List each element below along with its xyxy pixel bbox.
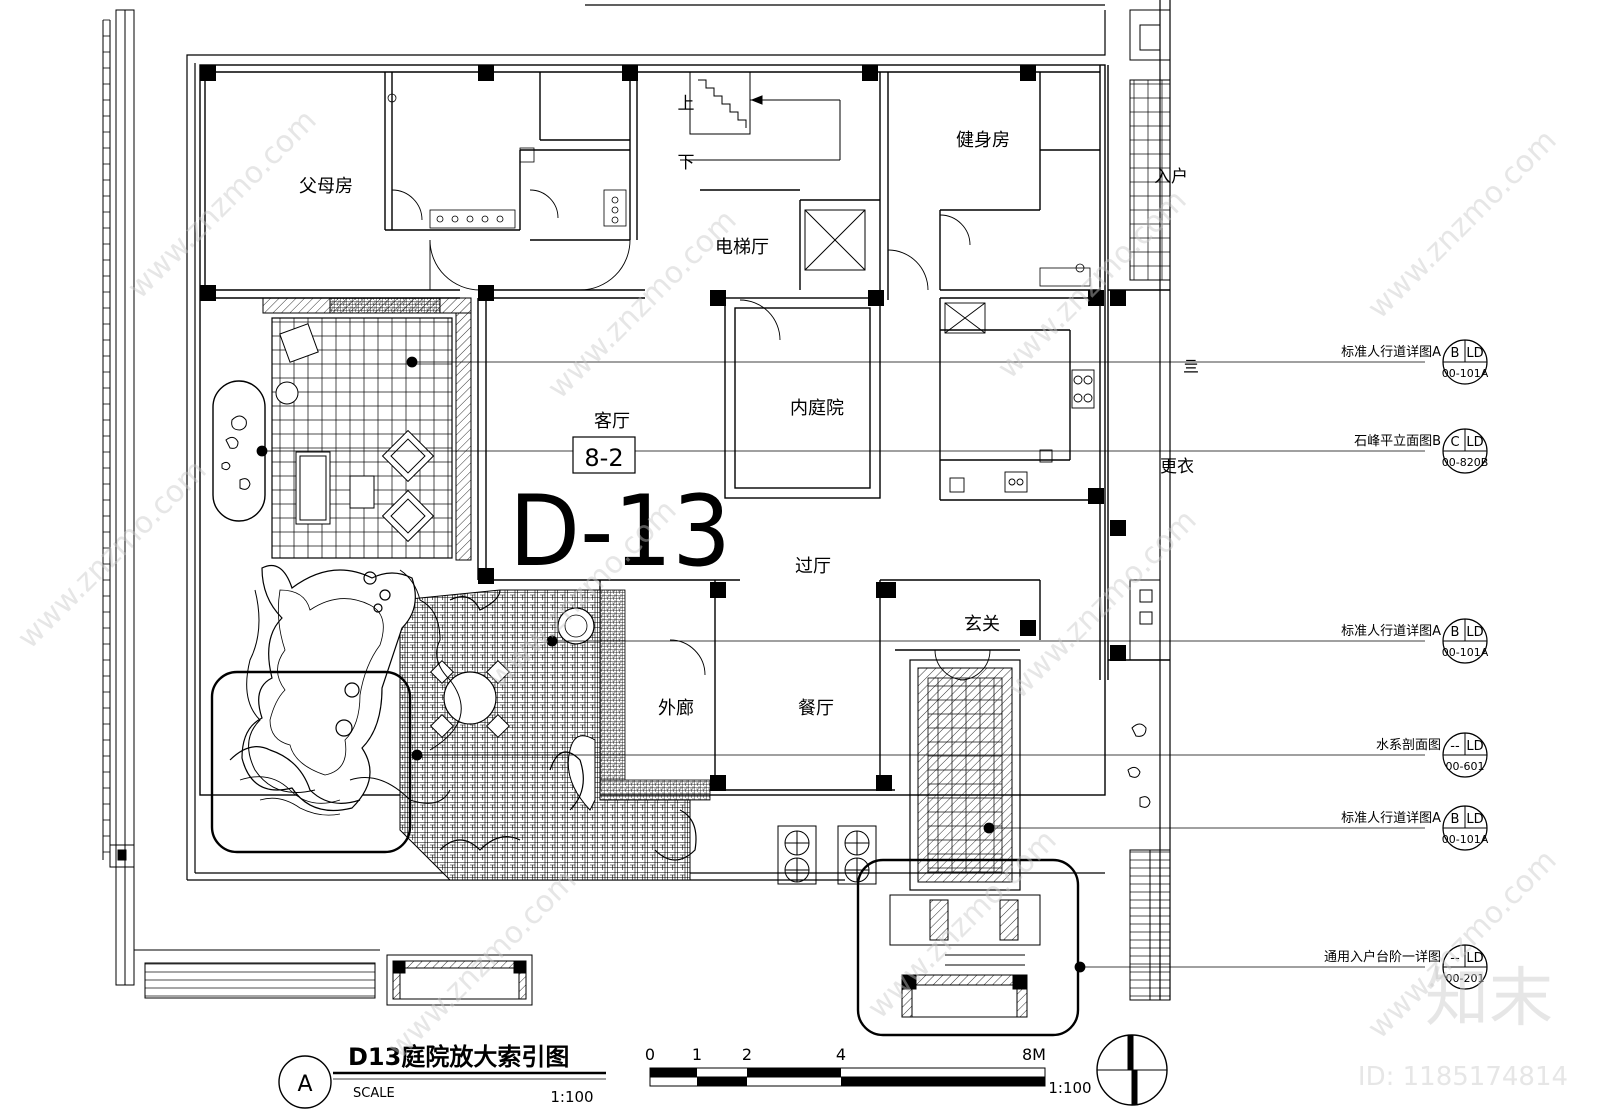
callout-leaders bbox=[256, 356, 1425, 973]
door-swings bbox=[391, 189, 991, 681]
callout-sheet-letter: -- bbox=[1450, 951, 1460, 966]
scale-bar: 0 1 2 4 8M 1:100 bbox=[645, 1045, 1092, 1097]
callout-discipline: LD bbox=[1466, 625, 1483, 640]
title-marker-circle bbox=[278, 1055, 332, 1109]
watermark: 知末 ID: 1185174814 www.znzmo.com www.znzm… bbox=[11, 103, 1568, 1092]
callout-sheet-number: 00-201 bbox=[1446, 972, 1485, 985]
callout-label: 水系剖面图 bbox=[1376, 738, 1441, 753]
room-label-foyer: 玄关 bbox=[964, 614, 1000, 635]
scale-caption: SCALE bbox=[353, 1086, 395, 1101]
callout-sheet-number: 00-820B bbox=[1442, 456, 1489, 469]
room-label-elevator-hall: 电梯厅 bbox=[715, 237, 769, 258]
callout-sheet-letter: -- bbox=[1450, 739, 1460, 754]
staircase bbox=[680, 71, 841, 161]
room-label-inner-court: 内庭院 bbox=[790, 398, 844, 419]
watermark-site-7: www.znzmo.com bbox=[1001, 503, 1204, 706]
callout-1: 标准人行道详图A B LD 00-101A bbox=[1341, 339, 1489, 385]
room-label-hall: 过厅 bbox=[795, 556, 831, 577]
title-marker: A bbox=[297, 1072, 312, 1097]
scale-tick-0: 0 bbox=[645, 1045, 655, 1064]
callout-discipline: LD bbox=[1466, 951, 1483, 966]
scale-tick-1: 1 bbox=[692, 1045, 702, 1064]
callout-sheet-number: 00-101A bbox=[1442, 646, 1489, 659]
watermark-site-4: www.znzmo.com bbox=[1361, 123, 1564, 326]
stair-up-label: 上 bbox=[678, 94, 695, 114]
callout-group: 标准人行道详图A B LD 00-101A 石峰平立面图B C LD 00-820B 标准人行道… bbox=[1324, 339, 1489, 990]
ac-units bbox=[777, 825, 877, 885]
entry-walkway bbox=[889, 659, 1041, 1018]
living-terrace bbox=[262, 297, 472, 561]
title-block: A D13庭院放大索引图 SCALE 1:100 bbox=[278, 1043, 606, 1109]
pond-rockery bbox=[229, 564, 697, 861]
callout-2: 石峰平立面图B C LD 00-820B bbox=[1354, 428, 1489, 474]
watermark-logo: 知末 bbox=[1425, 962, 1553, 1036]
right-side-strip bbox=[1127, 9, 1171, 1001]
cut-off-room-char: 亖 bbox=[1183, 357, 1199, 376]
callout-sheet-letter: B bbox=[1451, 625, 1460, 640]
left-boundary-wall bbox=[102, 9, 380, 999]
callout-label: 标准人行道详图A bbox=[1341, 811, 1441, 826]
callout-label: 标准人行道详图A bbox=[1341, 624, 1441, 639]
room-label-living: 客厅 bbox=[594, 411, 630, 432]
room-label-changing-partial: 更衣 bbox=[1160, 457, 1194, 477]
elevator bbox=[804, 209, 866, 271]
room-label-entry-partial: 入户 bbox=[1154, 167, 1188, 187]
callout-sheet-letter: C bbox=[1450, 435, 1459, 450]
stair-down-label: 下 bbox=[678, 153, 695, 173]
room-labels: 父母房 上 下 健身房 入户 电梯厅 客厅 内庭院 过厅 玄关 外廊 餐厅 更衣… bbox=[299, 94, 1199, 719]
callout-6: 通用入户台阶一详图 -- LD 00-201 bbox=[1324, 944, 1488, 990]
callout-discipline: LD bbox=[1466, 435, 1483, 450]
callout-label: 通用入户台阶一详图 bbox=[1324, 949, 1441, 965]
area-tag: 8-2 bbox=[584, 444, 623, 472]
kitchen-fixtures bbox=[944, 302, 1095, 493]
room-label-corridor: 外廊 bbox=[658, 698, 694, 719]
bathroom-fixtures bbox=[387, 93, 1091, 287]
bottom-gate-left bbox=[386, 954, 533, 1006]
callout-discipline: LD bbox=[1466, 346, 1483, 361]
north-arrow bbox=[1096, 1034, 1168, 1106]
left-wall-ticks bbox=[103, 19, 110, 853]
callout-sheet-letter: B bbox=[1451, 812, 1460, 827]
callout-3: 标准人行道详图A B LD 00-101A bbox=[1341, 618, 1489, 664]
scale-value: 1:100 bbox=[550, 1088, 593, 1106]
callout-4: 水系剖面图 -- LD 00-601 bbox=[1376, 732, 1488, 778]
garden-patio bbox=[399, 589, 711, 881]
callout-sheet-letter: B bbox=[1451, 346, 1460, 361]
callout-sheet-number: 00-101A bbox=[1442, 367, 1489, 380]
callout-sheet-number: 00-101A bbox=[1442, 833, 1489, 846]
plan-id: D-13 bbox=[509, 475, 731, 589]
callout-label: 标准人行道详图A bbox=[1341, 345, 1441, 360]
watermark-site-1: www.znzmo.com bbox=[121, 103, 324, 306]
room-label-dining: 餐厅 bbox=[798, 698, 834, 719]
area-tag-box bbox=[572, 436, 636, 474]
room-label-parents: 父母房 bbox=[299, 176, 353, 197]
callout-discipline: LD bbox=[1466, 739, 1483, 754]
watermark-site-3: www.znzmo.com bbox=[991, 183, 1194, 386]
watermark-id: ID: 1185174814 bbox=[1358, 1062, 1568, 1092]
callout-sheet-number: 00-601 bbox=[1446, 760, 1485, 773]
watermark-site-5: www.znzmo.com bbox=[11, 453, 214, 656]
drawing-title: D13庭院放大索引图 bbox=[348, 1043, 569, 1071]
scale-ratio: 1:100 bbox=[1048, 1079, 1091, 1097]
scale-tick-2: 2 bbox=[742, 1045, 752, 1064]
room-label-gym: 健身房 bbox=[956, 130, 1010, 151]
callout-label: 石峰平立面图B bbox=[1354, 434, 1441, 449]
callout-discipline: LD bbox=[1466, 812, 1483, 827]
scale-tick-4: 4 bbox=[836, 1045, 846, 1064]
structural-columns bbox=[200, 65, 1126, 791]
callout-5: 标准人行道详图A B LD 00-101A bbox=[1341, 805, 1489, 851]
scale-tick-8m: 8M bbox=[1022, 1045, 1046, 1064]
